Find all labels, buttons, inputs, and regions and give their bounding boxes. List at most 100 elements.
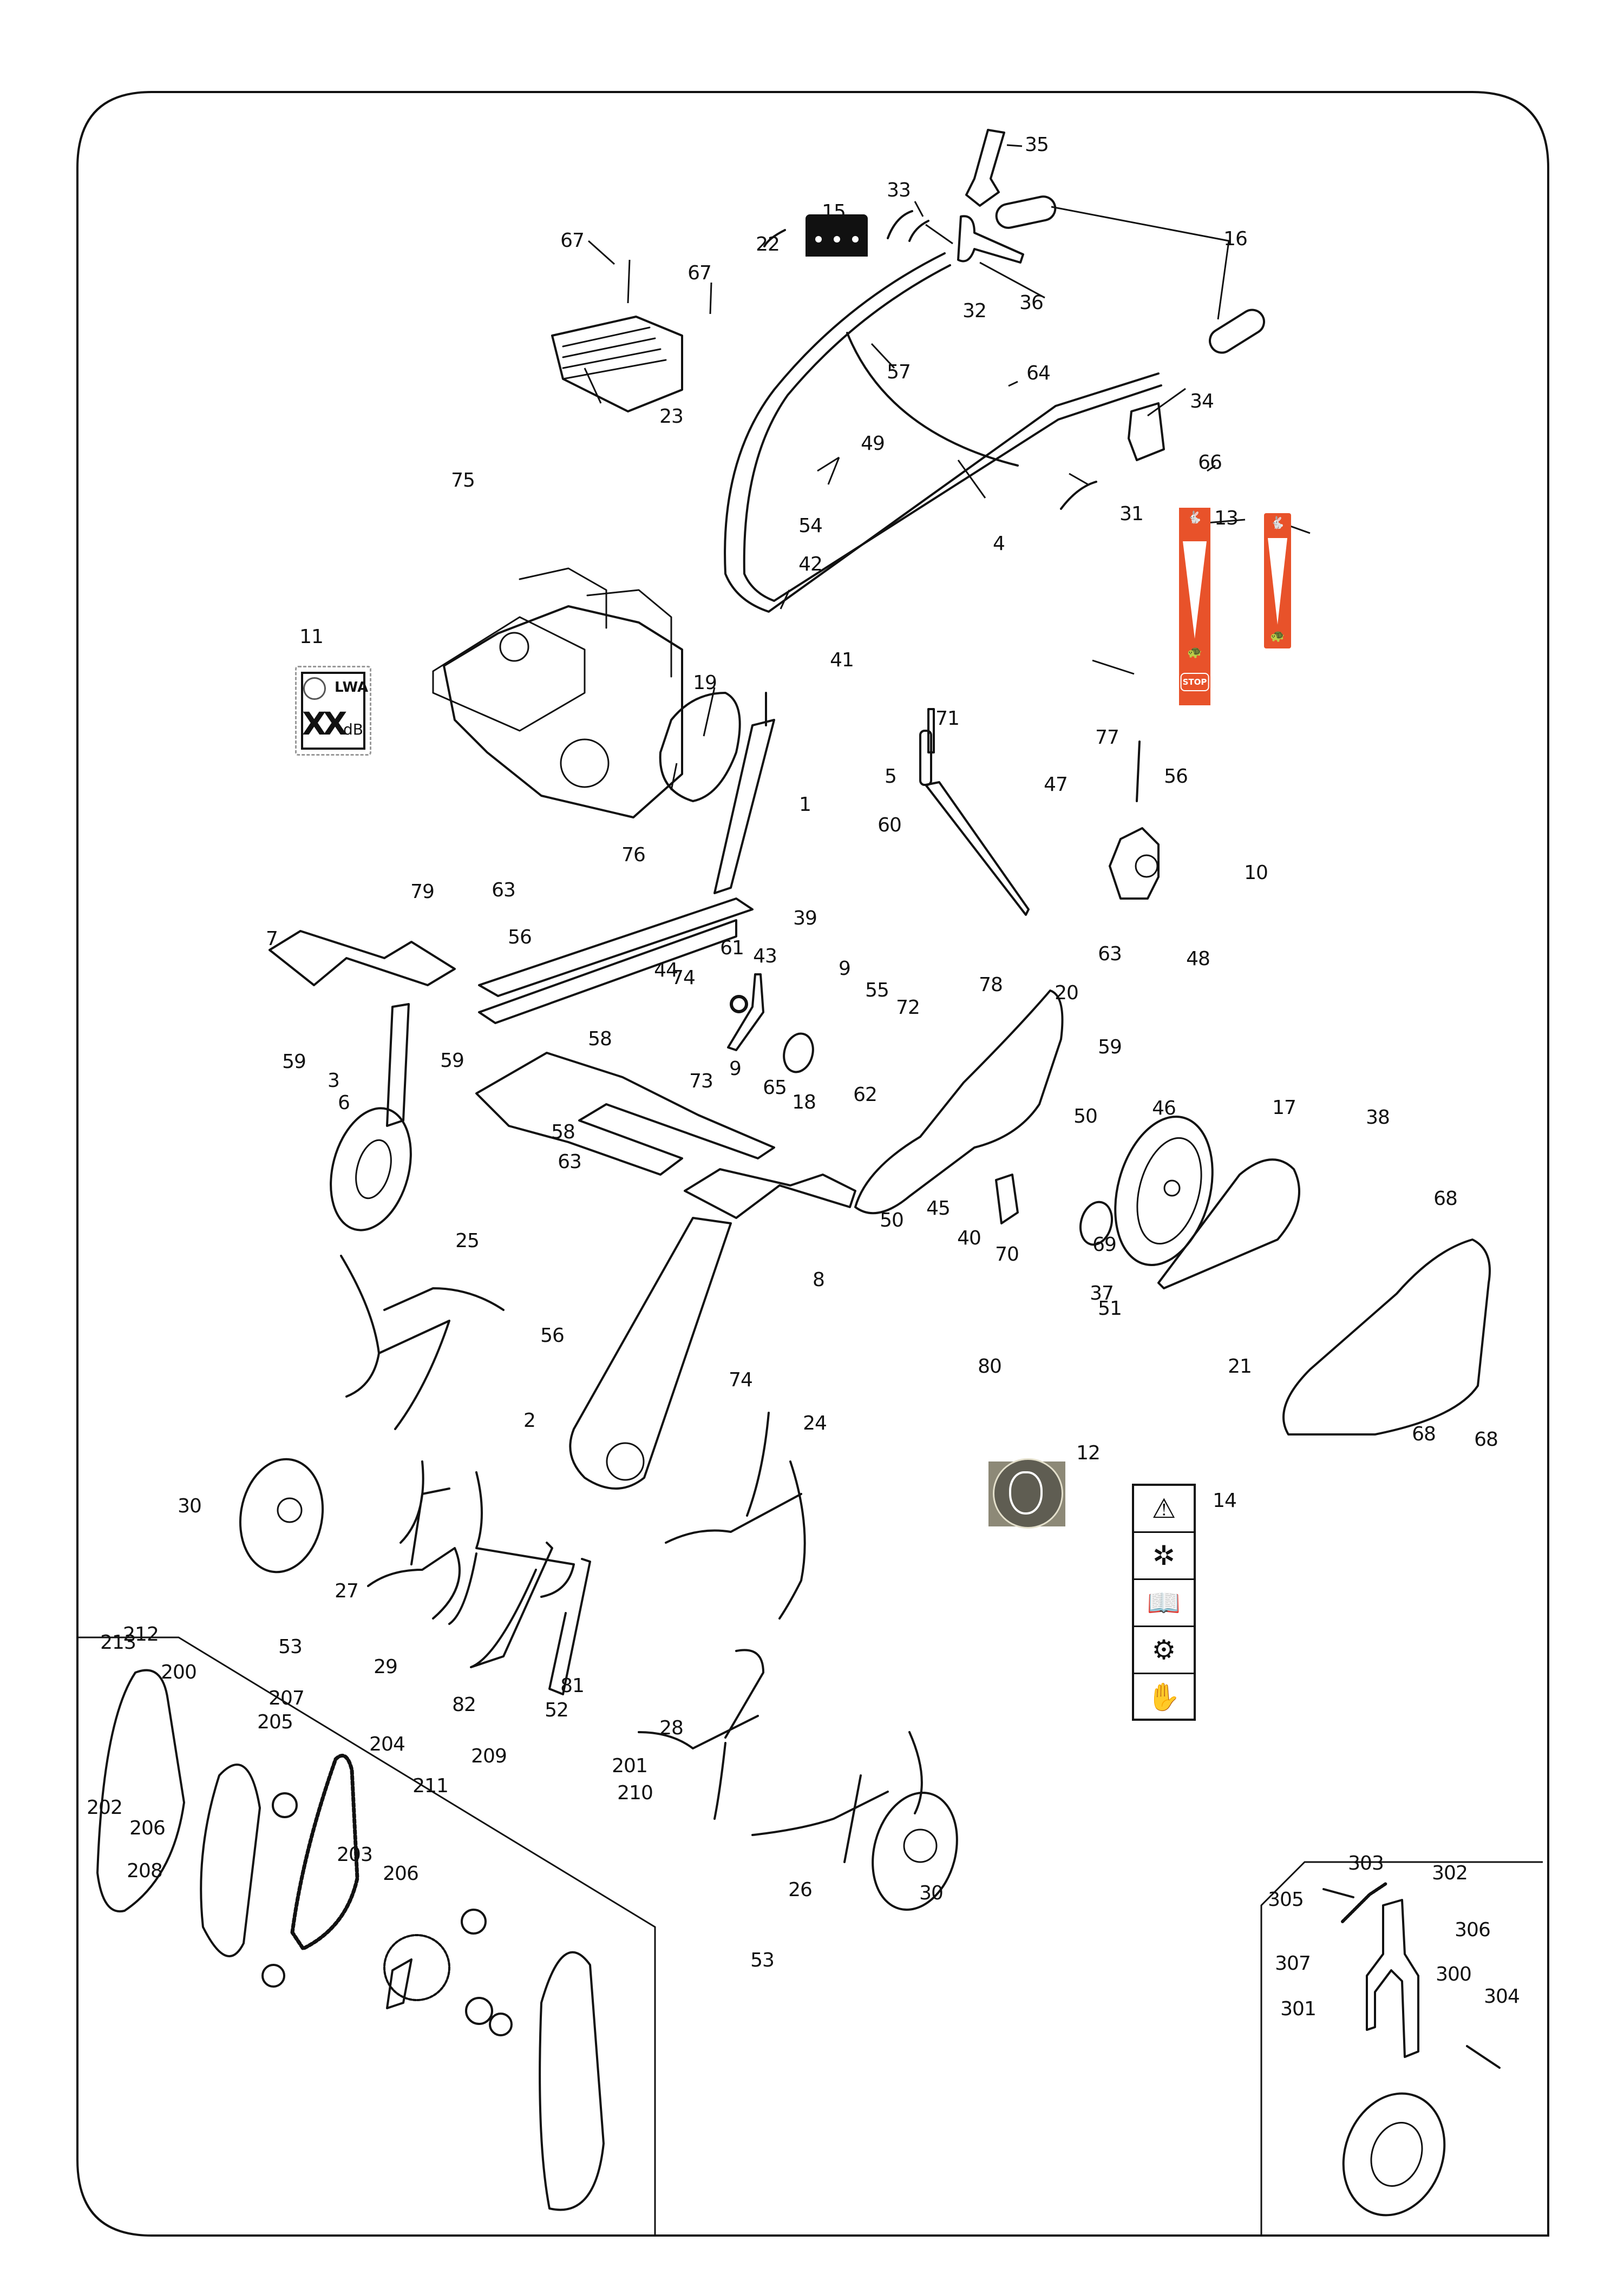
handlebar-tube-inner xyxy=(743,264,1162,602)
idler-pulley-18 xyxy=(783,1032,814,1073)
plate-8 xyxy=(684,1168,856,1219)
warning-triangle-icon: ⚠ xyxy=(1134,1486,1194,1533)
callout-label-25: 25 xyxy=(455,1230,480,1252)
callout-label-71: 71 xyxy=(935,707,960,730)
wheel-301 xyxy=(1342,2092,1446,2217)
callout-label-307: 307 xyxy=(1275,1952,1311,1975)
callout-label-79: 79 xyxy=(410,881,435,903)
belt-cover-21 xyxy=(1282,1238,1491,1436)
callout-label-30: 30 xyxy=(919,1882,944,1904)
callout-label-60: 60 xyxy=(878,814,902,836)
callout-label-72: 72 xyxy=(896,997,920,1019)
bolt-303 xyxy=(1322,1888,1354,1898)
ear-protection-sticker-12 xyxy=(988,1458,1065,1529)
callout-label-202: 202 xyxy=(87,1797,123,1819)
wheel-bracket-3 xyxy=(386,1003,410,1127)
callout-label-39: 39 xyxy=(793,907,817,929)
callout-label-53: 53 xyxy=(750,1949,775,1971)
callout-label-206: 206 xyxy=(383,1863,419,1885)
callout-label-38: 38 xyxy=(1366,1106,1390,1129)
callout-label-64: 64 xyxy=(1026,362,1051,384)
callout-label-24: 24 xyxy=(803,1412,827,1434)
callout-label-36: 36 xyxy=(1019,292,1044,314)
callout-label-6: 6 xyxy=(338,1092,350,1114)
callout-label-68: 68 xyxy=(1433,1188,1458,1210)
tine-assembly-24 xyxy=(665,1412,806,1620)
callout-label-23: 23 xyxy=(659,405,684,428)
callout-label-22: 22 xyxy=(756,233,780,255)
inset-wheel-kit-border xyxy=(1260,1861,1543,2236)
callout-label-63: 63 xyxy=(492,879,516,901)
bearing-208 xyxy=(465,1997,493,2025)
callout-label-66: 66 xyxy=(1198,451,1222,474)
cable-22 xyxy=(763,229,786,247)
callout-label-63: 63 xyxy=(558,1151,582,1173)
callout-label-28: 28 xyxy=(659,1717,684,1739)
sprocket-203 xyxy=(383,1934,450,2001)
grip-right xyxy=(995,195,1057,229)
tensioner-211 xyxy=(386,1958,412,2009)
belt-38 xyxy=(1157,1158,1300,1289)
callout-label-53: 53 xyxy=(278,1636,303,1658)
callout-label-44: 44 xyxy=(654,959,678,981)
callout-label-56: 56 xyxy=(508,926,532,948)
pulley-37 xyxy=(1079,1201,1113,1246)
callout-label-305: 305 xyxy=(1268,1889,1304,1911)
disconnect-spark-plug-icon: ⚙ xyxy=(1134,1627,1194,1674)
callout-label-52: 52 xyxy=(545,1699,569,1721)
rod-77 xyxy=(1136,740,1141,802)
callout-label-65: 65 xyxy=(763,1077,787,1099)
callout-label-211: 211 xyxy=(412,1775,449,1797)
callout-label-204: 204 xyxy=(369,1733,405,1755)
gearbox-10 xyxy=(1109,827,1160,900)
callout-label-73: 73 xyxy=(689,1070,713,1092)
cable-31 xyxy=(1060,481,1097,510)
callout-label-32: 32 xyxy=(962,300,987,322)
callout-label-3: 3 xyxy=(328,1070,340,1092)
speed-wedge xyxy=(1268,538,1287,625)
guard-23 xyxy=(551,316,683,412)
callout-label-62: 62 xyxy=(853,1084,878,1106)
page-border xyxy=(76,91,1549,2237)
callout-label-49: 49 xyxy=(861,432,885,455)
callout-label-59: 59 xyxy=(440,1050,464,1072)
callout-label-303: 303 xyxy=(1348,1852,1384,1874)
callout-label-301: 301 xyxy=(1280,1998,1317,2020)
callout-label-212: 212 xyxy=(123,1623,159,1646)
callout-label-43: 43 xyxy=(753,945,777,967)
turtle-icon: 🐢 xyxy=(1270,630,1285,643)
tine-assembly-26 xyxy=(751,1731,923,1863)
callout-label-82: 82 xyxy=(452,1694,476,1716)
callout-label-11: 11 xyxy=(299,626,324,648)
speed-decal-13-short: 🐇 🐢 xyxy=(1264,513,1291,648)
callout-label-42: 42 xyxy=(798,553,823,575)
callout-label-7: 7 xyxy=(266,928,278,950)
callout-label-20: 20 xyxy=(1055,982,1079,1004)
chain-205 xyxy=(290,1753,359,1951)
callout-label-33: 33 xyxy=(887,179,911,201)
callout-label-45: 45 xyxy=(926,1197,951,1220)
callout-label-61: 61 xyxy=(720,937,744,959)
rabbit-icon: 🐇 xyxy=(1270,516,1285,530)
callout-label-203: 203 xyxy=(337,1844,373,1866)
bearing-207 xyxy=(272,1792,298,1818)
callout-label-12: 12 xyxy=(1076,1442,1101,1464)
noise-level-sticker-11: LWA XX dB xyxy=(295,666,371,756)
callout-label-80: 80 xyxy=(978,1355,1002,1378)
plate-6 xyxy=(475,1052,775,1176)
callout-label-14: 14 xyxy=(1213,1490,1237,1512)
cable-32 xyxy=(908,220,929,242)
callout-label-75: 75 xyxy=(451,469,475,491)
seal-206b xyxy=(489,2013,513,2036)
throttle-control-34 xyxy=(1128,402,1165,461)
rabbit-icon: 🐇 xyxy=(1187,511,1202,525)
speaker-icon xyxy=(303,677,326,700)
callout-label-208: 208 xyxy=(127,1860,163,1882)
callout-label-13: 13 xyxy=(1214,507,1239,529)
lever-36 xyxy=(957,215,1024,264)
callout-label-200: 200 xyxy=(161,1661,197,1683)
callout-label-210: 210 xyxy=(617,1782,653,1804)
tine-assembly-27 xyxy=(367,1460,461,1620)
callout-label-15: 15 xyxy=(822,201,846,223)
